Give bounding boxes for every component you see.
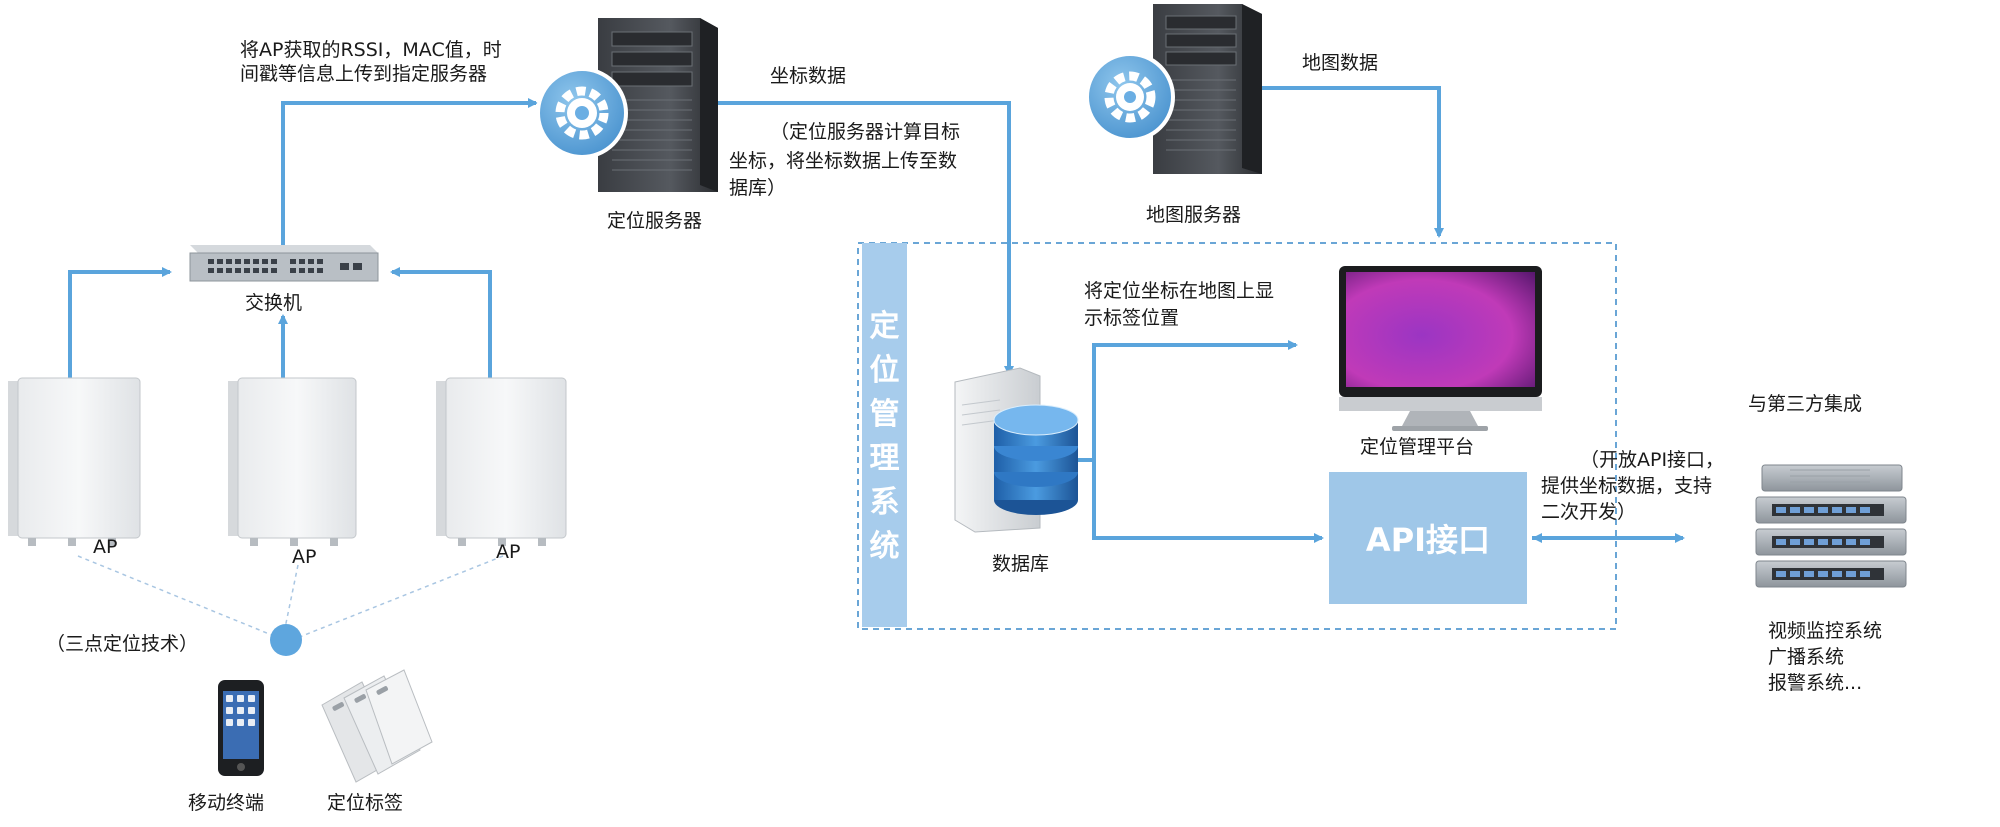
target-dot	[270, 624, 302, 656]
display-note-line1: 将定位坐标在地图上显	[1084, 280, 1275, 302]
server-calc-line2: 坐标，将坐标数据上传至数	[729, 150, 958, 172]
map-server-label: 地图服务器	[1146, 204, 1242, 226]
trilateration-lines	[77, 555, 504, 641]
api-label: API接口	[1365, 521, 1491, 559]
mobile-terminal-label: 移动终端	[188, 792, 265, 814]
ap-icon	[8, 377, 141, 546]
coord-data-label: 坐标数据	[770, 65, 847, 87]
third-party-label: 与第三方集成	[1748, 393, 1863, 415]
system-sidebar	[862, 243, 907, 627]
server-calc-line3: 据库）	[729, 177, 787, 199]
map-data-label: 地图数据	[1302, 52, 1379, 74]
upload-note-line1: 将AP获取的RSSI，MAC值，时	[240, 39, 502, 61]
platform-label: 定位管理平台	[1360, 436, 1475, 458]
positioning-tag-label: 定位标签	[327, 792, 404, 814]
ap-label-3: AP	[496, 541, 521, 563]
api-box	[1329, 472, 1527, 604]
map-server-icon	[1153, 4, 1262, 174]
positioning-server-icon	[598, 18, 718, 192]
positioning-server-label: 定位服务器	[607, 210, 703, 232]
system-title: 定 位 管 理 系 统	[869, 309, 900, 564]
database-icon	[954, 367, 1079, 533]
rack-icon	[1755, 464, 1907, 588]
switch-label: 交换机	[245, 292, 303, 314]
ap-label-2: AP	[292, 546, 317, 568]
tag-icon	[321, 669, 433, 783]
trilateration-label: （三点定位技术）	[46, 633, 199, 655]
gear-icon	[1085, 52, 1175, 142]
systems-line2: 广播系统	[1768, 646, 1845, 668]
database-label: 数据库	[992, 553, 1050, 575]
monitor-icon	[1339, 266, 1542, 431]
switch-icon	[189, 245, 379, 282]
gear-icon	[536, 67, 628, 159]
server-calc-line1: （定位服务器计算目标	[770, 121, 961, 143]
ap-icon	[436, 377, 567, 546]
systems-line3: 报警系统...	[1768, 672, 1863, 694]
ap-icon	[228, 377, 357, 546]
api-note-line3: 二次开发）	[1541, 501, 1637, 523]
api-note-line2: 提供坐标数据，支持	[1541, 475, 1713, 497]
system-boundary	[857, 242, 1617, 630]
systems-line1: 视频监控系统	[1768, 620, 1883, 642]
api-note-line1: （开放API接口，	[1580, 449, 1725, 471]
upload-note-line2: 间戳等信息上传到指定服务器	[240, 63, 488, 85]
ap-label-1: AP	[93, 536, 118, 558]
phone-icon	[218, 680, 264, 776]
connector-arrows	[68, 86, 1685, 543]
display-note-line2: 示标签位置	[1084, 307, 1180, 329]
